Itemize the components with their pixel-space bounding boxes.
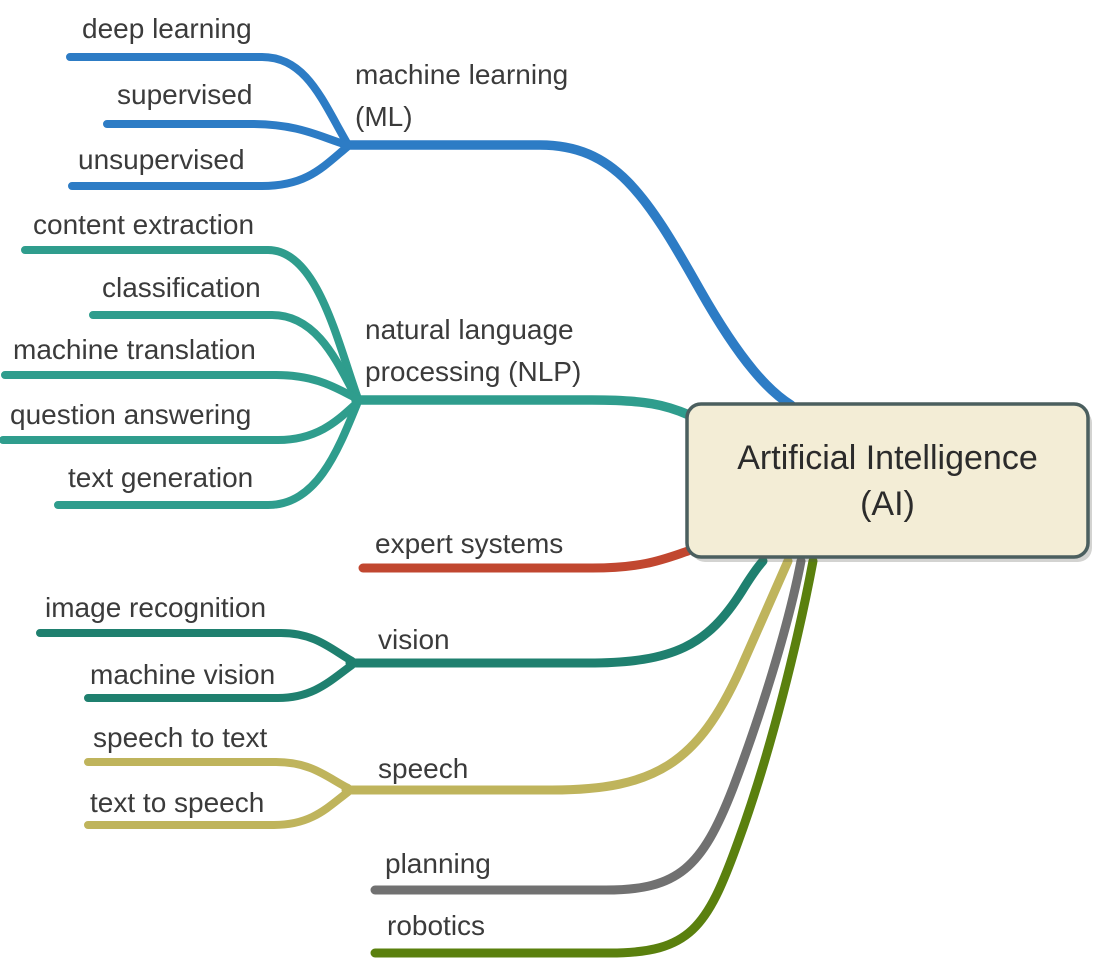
content-extraction-line — [21, 246, 361, 400]
robotics-line — [370, 556, 818, 958]
machine-translation-line — [1, 371, 362, 403]
branch-label-nlp: natural language processing (NLP) — [365, 314, 582, 387]
deep-learning-line — [66, 53, 351, 147]
machine-vision-line — [84, 661, 356, 702]
branch-label-speech: speech — [378, 753, 469, 784]
text-generation-line — [54, 400, 361, 509]
subtopic-label-question-answering: question answering — [10, 399, 252, 430]
subtopic-label-machine-translation: machine translation — [13, 334, 256, 365]
supervised-line — [103, 120, 351, 149]
vision-main-line — [345, 556, 768, 668]
branch-label-expert-systems: expert systems — [375, 528, 564, 559]
subtopic-label-supervised: supervised — [117, 79, 253, 110]
subtopic-label-machine-vision: machine vision — [90, 659, 276, 690]
machine-learning-main-line — [340, 140, 796, 410]
branch-label-planning: planning — [385, 848, 491, 879]
branch-label-vision: vision — [378, 624, 450, 655]
subtopic-label-unsupervised: unsupervised — [78, 144, 245, 175]
root-node-text: Artificial Intelligence (AI) — [737, 438, 1038, 523]
planning-line — [370, 556, 806, 895]
classification-line — [89, 311, 361, 403]
root-node-box — [685, 402, 1090, 559]
branch-label-robotics: robotics — [387, 910, 486, 941]
subtopic-label-speech-to-text: speech to text — [93, 722, 268, 753]
speech-main-line — [341, 556, 793, 795]
unsupervised-line — [68, 143, 351, 190]
image-recognition-line — [36, 629, 356, 665]
subtopic-label-text-to-speech: text to speech — [90, 787, 265, 818]
root-node-label: Artificial Intelligence (AI) — [687, 404, 1088, 557]
subtopic-label-deep-learning: deep learning — [82, 13, 252, 44]
nlp-main-line — [351, 395, 694, 420]
text-to-speech-line — [84, 788, 352, 829]
expert-systems-line — [358, 546, 693, 573]
subtopic-label-classification: classification — [102, 272, 261, 303]
speech-to-text-line — [84, 758, 352, 792]
subtopic-label-text-generation: text generation — [68, 462, 254, 493]
branch-label-machine-learning: machine learning (ML) — [355, 59, 569, 132]
subtopic-label-image-recognition: image recognition — [45, 592, 267, 623]
subtopic-label-content-extraction: content extraction — [33, 209, 255, 240]
